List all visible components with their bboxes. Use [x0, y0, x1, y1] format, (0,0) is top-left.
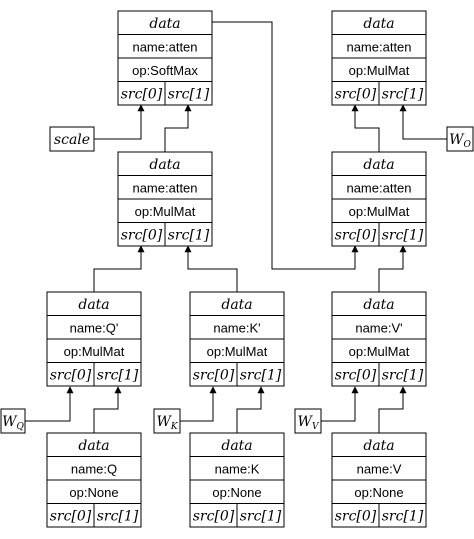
- input-scale: scale: [49, 126, 95, 152]
- node-op: op:None: [354, 485, 403, 500]
- node-src0: src[0]: [335, 367, 377, 383]
- node-title: data: [221, 297, 252, 313]
- edge-k-to-k-prime: [236, 386, 265, 433]
- node-src0: src[0]: [193, 367, 235, 383]
- node-src0: src[0]: [193, 508, 235, 524]
- node-src1: src[1]: [382, 367, 424, 383]
- node-src1: src[1]: [382, 227, 424, 243]
- node-k: data name:K op:None src[0] src[1]: [189, 432, 285, 528]
- node-softmax: data name:atten op:SoftMax src[0] src[1]: [117, 10, 213, 106]
- node-src0: src[0]: [335, 508, 377, 524]
- input-wv: WV: [294, 408, 322, 434]
- node-output: data name:atten op:MulMat src[0] src[1]: [331, 10, 427, 106]
- edge-q-prime-to-atten-qk: [93, 245, 145, 292]
- node-src0: src[0]: [121, 227, 163, 243]
- node-title: data: [149, 16, 180, 32]
- edge-softmax-to-atten-v: [212, 21, 359, 270]
- node-k-prime: data name:K' op:MulMat src[0] src[1]: [189, 291, 285, 387]
- node-name: name:V: [357, 461, 402, 476]
- node-src0: src[0]: [50, 367, 92, 383]
- node-v-prime: data name:V' op:MulMat src[0] src[1]: [331, 291, 427, 387]
- node-op: op:SoftMax: [132, 63, 198, 78]
- input-box: [153, 408, 181, 434]
- input-label: scale: [54, 132, 90, 148]
- node-op: op:MulMat: [349, 344, 410, 359]
- edge-v-prime-to-atten-v: [378, 245, 407, 292]
- node-name: name:atten: [346, 180, 411, 195]
- node-name: name:Q': [70, 320, 119, 335]
- node-atten-v: data name:atten op:MulMat src[0] src[1]: [331, 151, 427, 247]
- edges: [25, 21, 447, 433]
- node-atten-qk: data name:atten op:MulMat src[0] src[1]: [117, 151, 213, 247]
- edge-v-to-v-prime: [378, 386, 407, 433]
- node-src0: src[0]: [335, 86, 377, 102]
- edge-wo-to-output: [399, 104, 447, 140]
- input-subscript: V: [312, 422, 320, 432]
- node-name: name:K': [213, 320, 260, 335]
- node-title: data: [78, 297, 109, 313]
- edge-wv-to-v-prime: [321, 386, 359, 422]
- input-subscript: O: [464, 140, 472, 150]
- node-src0: src[0]: [121, 86, 163, 102]
- node-src1: src[1]: [382, 86, 424, 102]
- input-subscript: Q: [17, 422, 25, 432]
- node-op: op:MulMat: [135, 204, 196, 219]
- input-wq: WQ: [0, 408, 26, 434]
- node-src1: src[1]: [240, 367, 282, 383]
- edge-atten-v-to-output: [351, 104, 380, 152]
- node-src1: src[1]: [97, 508, 139, 524]
- node-title: data: [78, 438, 109, 454]
- node-name: name:Q: [71, 461, 117, 476]
- nodes: dataname:attenop:SoftMaxsrc[0]src[1]data…: [46, 10, 427, 528]
- node-title: data: [363, 157, 394, 173]
- node-op: op:MulMat: [349, 204, 410, 219]
- node-q-prime: data name:Q' op:MulMat src[0] src[1]: [46, 291, 142, 387]
- node-name: name:K: [215, 461, 260, 476]
- node-op: op:MulMat: [349, 63, 410, 78]
- edge-wq-to-q-prime: [25, 386, 74, 422]
- node-name: name:atten: [346, 39, 411, 54]
- node-op: op:None: [69, 485, 118, 500]
- input-subscript: K: [170, 422, 179, 432]
- node-src1: src[1]: [168, 86, 210, 102]
- node-src1: src[1]: [382, 508, 424, 524]
- node-src0: src[0]: [335, 227, 377, 243]
- node-op: op:None: [212, 485, 261, 500]
- node-title: data: [363, 438, 394, 454]
- input-box: [446, 126, 474, 152]
- input-box: [0, 408, 26, 434]
- node-src1: src[1]: [240, 508, 282, 524]
- edge-atten-qk-to-softmax: [164, 104, 192, 152]
- edge-scale-to-softmax: [94, 104, 145, 140]
- edge-k-prime-to-atten-qk: [184, 245, 238, 292]
- input-box: [49, 126, 95, 152]
- edge-q-to-q-prime: [93, 386, 122, 433]
- input-wk: WK: [153, 408, 181, 434]
- node-src0: src[0]: [50, 508, 92, 524]
- node-title: data: [221, 438, 252, 454]
- node-title: data: [363, 16, 394, 32]
- input-wo: WO: [446, 126, 474, 152]
- node-src1: src[1]: [168, 227, 210, 243]
- node-name: name:atten: [132, 180, 197, 195]
- node-name: name:atten: [132, 39, 197, 54]
- node-title: data: [149, 157, 180, 173]
- node-op: op:MulMat: [64, 344, 125, 359]
- input-box: [294, 408, 322, 434]
- node-op: op:MulMat: [207, 344, 268, 359]
- node-v: data name:V op:None src[0] src[1]: [331, 432, 427, 528]
- node-src1: src[1]: [97, 367, 139, 383]
- node-q: data name:Q op:None src[0] src[1]: [46, 432, 142, 528]
- node-title: data: [363, 297, 394, 313]
- edge-wk-to-k-prime: [180, 386, 217, 422]
- node-name: name:V': [355, 320, 402, 335]
